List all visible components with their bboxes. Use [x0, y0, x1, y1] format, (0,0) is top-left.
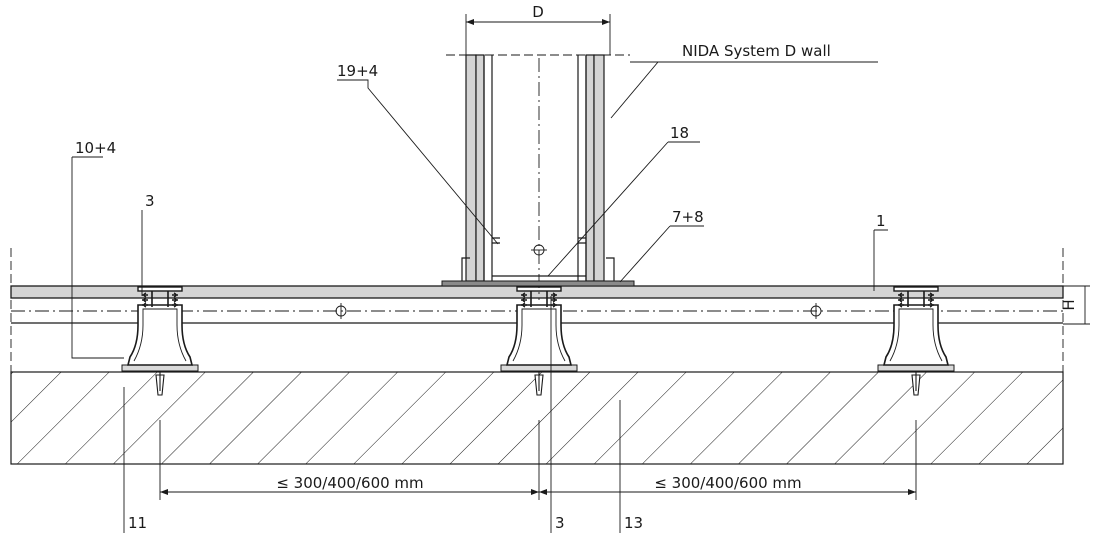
- label-dimension-d: D: [532, 3, 544, 21]
- label-dimension-h: H: [1060, 299, 1078, 310]
- label-component-10-4: 10+4: [75, 139, 116, 157]
- leader-lines: [71, 61, 1090, 533]
- label-component-19-4: 19+4: [337, 62, 378, 80]
- dimension-d: [465, 14, 611, 55]
- wall-section: [441, 54, 635, 300]
- label-component-3-bottom: 3: [555, 514, 565, 532]
- label-wall-name: NIDA System D wall: [682, 42, 831, 60]
- label-component-13: 13: [624, 514, 643, 532]
- label-component-3-top: 3: [145, 192, 155, 210]
- label-component-11: 11: [128, 514, 147, 532]
- centre-markers: [335, 303, 822, 319]
- label-component-7-8: 7+8: [672, 208, 704, 226]
- label-component-1: 1: [876, 212, 886, 230]
- label-component-18: 18: [670, 124, 689, 142]
- label-span-right: ≤ 300/400/600 mm: [654, 474, 801, 492]
- label-span-left: ≤ 300/400/600 mm: [276, 474, 423, 492]
